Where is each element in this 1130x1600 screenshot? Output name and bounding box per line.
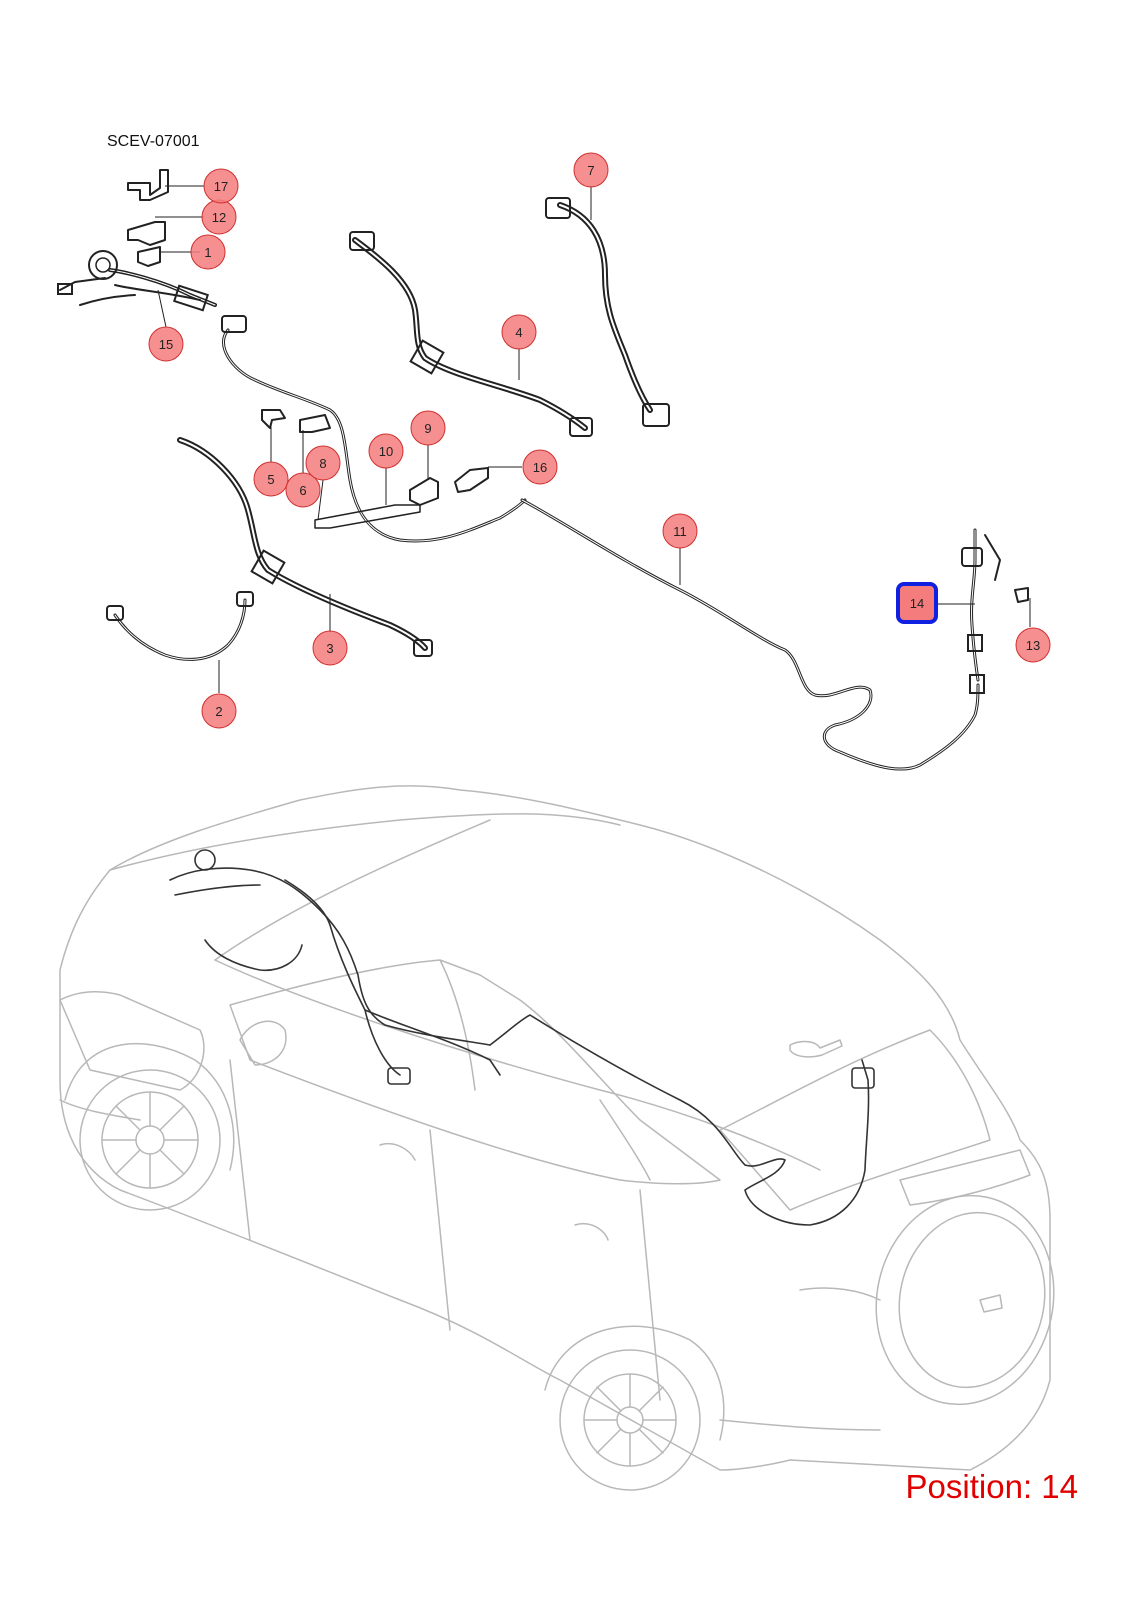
harness-4-part: [349, 231, 593, 437]
harness-3-part: [177, 437, 433, 657]
callout-16[interactable]: 16: [522, 449, 558, 485]
callout-4[interactable]: 4: [501, 314, 537, 350]
callout-11[interactable]: 11: [662, 513, 698, 549]
callout-14[interactable]: 14: [896, 582, 938, 624]
vehicle-wiring: [169, 849, 875, 1226]
callout-13[interactable]: 13: [1015, 627, 1051, 663]
callout-2-label: 2: [215, 704, 222, 719]
callout-15-badge: [148, 326, 184, 362]
callout-8-label: 8: [319, 456, 326, 471]
callout-6-badge: [285, 472, 321, 508]
callout-9-label: 9: [424, 421, 431, 436]
bracket-10-part: [314, 504, 421, 529]
callout-7-badge: [573, 152, 609, 188]
harness-15-part: [57, 250, 217, 312]
callout-15-label: 15: [159, 337, 173, 352]
callout-1[interactable]: 1: [190, 234, 226, 270]
callout-11-badge: [662, 513, 698, 549]
harness-2-part: [106, 591, 254, 661]
callout-9[interactable]: 9: [410, 410, 446, 446]
position-label: Position: 14: [905, 1468, 1078, 1505]
callout-6-label: 6: [299, 483, 306, 498]
callout-3-badge: [312, 630, 348, 666]
callout-16-badge: [522, 449, 558, 485]
callout-17-label: 17: [214, 179, 228, 194]
bracket-17-part: [127, 169, 169, 201]
bracket-1-part: [137, 246, 161, 267]
clip-13-part: [1014, 587, 1029, 603]
callout-3-label: 3: [326, 641, 333, 656]
callout-16-label: 16: [533, 460, 547, 475]
callout-5[interactable]: 5: [253, 461, 289, 497]
callout-8[interactable]: 8: [305, 445, 341, 481]
callout-12-label: 12: [212, 210, 226, 225]
harness-7-part: [545, 197, 670, 427]
callout-1-badge: [190, 234, 226, 270]
callout-13-label: 13: [1026, 638, 1040, 653]
callout-13-badge: [1015, 627, 1051, 663]
callout-11-label: 11: [673, 524, 687, 539]
vehicle-outline: [59, 785, 1055, 1491]
harness-8-part: [221, 315, 527, 543]
leader-lines: [155, 185, 1031, 693]
bracket-12-part: [127, 221, 166, 246]
callout-3[interactable]: 3: [312, 630, 348, 666]
callout-14-label: 14: [910, 596, 924, 611]
bracket-9-part: [409, 477, 439, 506]
diagram-code: SCEV-07001: [107, 133, 200, 150]
bracket-5-part: [261, 409, 286, 429]
callout-1-label: 1: [204, 245, 211, 260]
callout-15[interactable]: 15: [148, 326, 184, 362]
callout-4-badge: [501, 314, 537, 350]
callout-8-badge: [305, 445, 341, 481]
callout-17-badge: [203, 168, 239, 204]
callout-17[interactable]: 17: [203, 168, 239, 204]
callout-7-label: 7: [587, 163, 594, 178]
bracket-16-part: [454, 467, 489, 493]
callout-2-badge: [201, 693, 237, 729]
callout-10[interactable]: 10: [368, 433, 404, 469]
callout-9-badge: [410, 410, 446, 446]
callout-10-label: 10: [379, 444, 393, 459]
callout-12[interactable]: 12: [201, 199, 237, 235]
harness-11-part: [520, 498, 980, 771]
bracket-6-part: [299, 414, 331, 433]
callout-14-badge: [896, 582, 938, 624]
callout-6[interactable]: 6: [285, 472, 321, 508]
callout-2[interactable]: 2: [201, 693, 237, 729]
callout-4-label: 4: [515, 325, 522, 340]
callout-5-badge: [253, 461, 289, 497]
harness-14-part: [961, 528, 1001, 694]
callout-10-badge: [368, 433, 404, 469]
callout-7[interactable]: 7: [573, 152, 609, 188]
callout-5-label: 5: [267, 472, 274, 487]
